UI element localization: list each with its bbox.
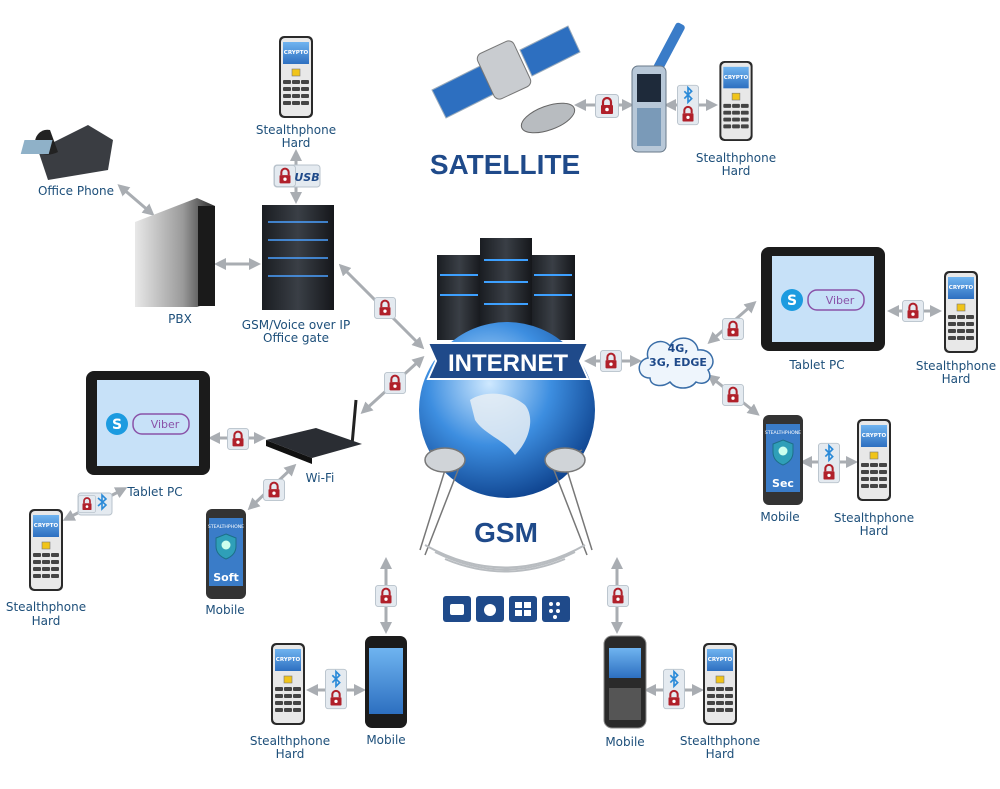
usb-lock-badge: USB (273, 164, 321, 188)
crypto-screen-text: CRYPTO (724, 75, 749, 81)
crypto-screen-text: CRYPTO (708, 657, 733, 663)
label-tablet-left: Tablet PC (126, 485, 182, 499)
label-pbx: PBX (168, 312, 192, 326)
stealthphone-hard-device (856, 418, 892, 502)
signal-waves (424, 544, 586, 573)
label-br-hard-1: Stealthphone (680, 734, 760, 748)
viber-text: Viber (151, 418, 180, 431)
label-left-hard-1: Stealthphone (6, 600, 86, 614)
lock-icon (375, 585, 397, 607)
lock-icon (374, 297, 396, 319)
stealthphone-hard-device (270, 642, 306, 726)
bluetooth-lock-icon (663, 668, 685, 710)
label-internet: INTERNET (448, 350, 568, 377)
bluetooth-icon (97, 493, 108, 511)
viber-text: Viber (826, 294, 855, 307)
label-office-phone: Office Phone (38, 184, 114, 198)
label-bl-hard-2: Hard (276, 747, 305, 761)
label-mobile-right-hard-1: Stealthphone (834, 511, 914, 525)
lock-icon (227, 428, 249, 450)
lock-icon (600, 350, 622, 372)
bluetooth-lock-horizontal (77, 492, 113, 516)
lock-icon (607, 585, 629, 607)
mobile-network-cloud: 4G, 3G, EDGE (638, 337, 714, 389)
blackberry-device (603, 635, 647, 729)
iphone-device (365, 636, 407, 728)
internet-servers-icon (437, 238, 575, 340)
label-tablet-right-hard-2: Hard (942, 372, 971, 386)
label-br-hard-2: Hard (706, 747, 735, 761)
lock-icon (78, 494, 96, 514)
smartphone-device (762, 414, 804, 506)
pbx-icon (135, 198, 215, 307)
bluetooth-lock-icon (818, 442, 840, 484)
internet-banner: INTERNET (426, 342, 590, 380)
crypto-screen-text: CRYPTO (862, 433, 887, 439)
soft-app-label: Soft (213, 571, 239, 584)
label-gsm: GSM (474, 517, 538, 548)
stealthphone-hard-device (28, 508, 64, 592)
stealthphone-hard-device (278, 35, 314, 119)
lock-icon (722, 318, 744, 340)
os-icons (443, 596, 570, 622)
label-left-hard-2: Hard (32, 614, 61, 628)
crypto-screen-text: CRYPTO (34, 523, 59, 529)
stealthphone-hard-device (718, 60, 754, 142)
label-sat-hard-1: Stealthphone (696, 151, 776, 165)
label-mobile-right-hard-2: Hard (860, 524, 889, 538)
office-phone-icon (20, 125, 113, 180)
stealthphone-hard-device (943, 270, 979, 354)
lock-icon (274, 165, 296, 187)
satellite-phone-icon (631, 22, 685, 153)
blackberry-icon (542, 596, 570, 622)
crypto-screen-text: CRYPTO (276, 657, 301, 663)
label-br-mobile: Mobile (605, 735, 644, 749)
label-wifi: Wi-Fi (306, 471, 335, 485)
lock-icon (384, 372, 406, 394)
windows-icon (509, 596, 537, 622)
gateway-server-icon (262, 205, 334, 310)
label-bl-mobile: Mobile (366, 733, 405, 747)
label-gate-1: GSM/Voice over IP (242, 318, 350, 332)
tablet-device (85, 370, 211, 476)
label-mobile-right: Mobile (760, 510, 799, 524)
label-bl-hard-1: Stealthphone (250, 734, 330, 748)
stealthphone-screen-text: STEALTHPHONE (208, 524, 244, 530)
label-tablet-right: Tablet PC (788, 358, 844, 372)
bluetooth-lock-icon (677, 84, 699, 126)
lock-icon (722, 384, 744, 406)
lock-icon (595, 94, 619, 118)
usb-label: USB (294, 171, 319, 184)
bluetooth-lock-icon (325, 668, 347, 710)
label-gate-2: Office gate (263, 331, 329, 345)
gsm-towers-icon (419, 447, 593, 556)
label-top-hard-1: Stealthphone (256, 123, 336, 137)
arrow-office-pbx (117, 184, 155, 216)
sec-app-label: Sec (772, 477, 794, 490)
crypto-screen-text: CRYPTO (284, 50, 309, 56)
label-sat-hard-2: Hard (722, 164, 751, 178)
cloud-label-1: 4G, (668, 342, 689, 355)
lock-icon (902, 300, 924, 322)
cloud-label-2: 3G, EDGE (649, 356, 707, 369)
label-tablet-right-hard-1: Stealthphone (916, 359, 996, 373)
stealthphone-hard-device (702, 642, 738, 726)
label-mobile-left: Mobile (205, 603, 244, 617)
wifi-router-icon (266, 399, 362, 464)
lock-icon (263, 479, 285, 501)
tablet-device (760, 246, 886, 352)
stealthphone-screen-text: STEALTHPHONE (765, 430, 801, 436)
label-satellite: SATELLITE (430, 149, 580, 180)
smartphone-device (205, 508, 247, 600)
crypto-screen-text: CRYPTO (949, 285, 974, 291)
label-top-hard-2: Hard (282, 136, 311, 150)
satellite-icon (431, 25, 581, 134)
